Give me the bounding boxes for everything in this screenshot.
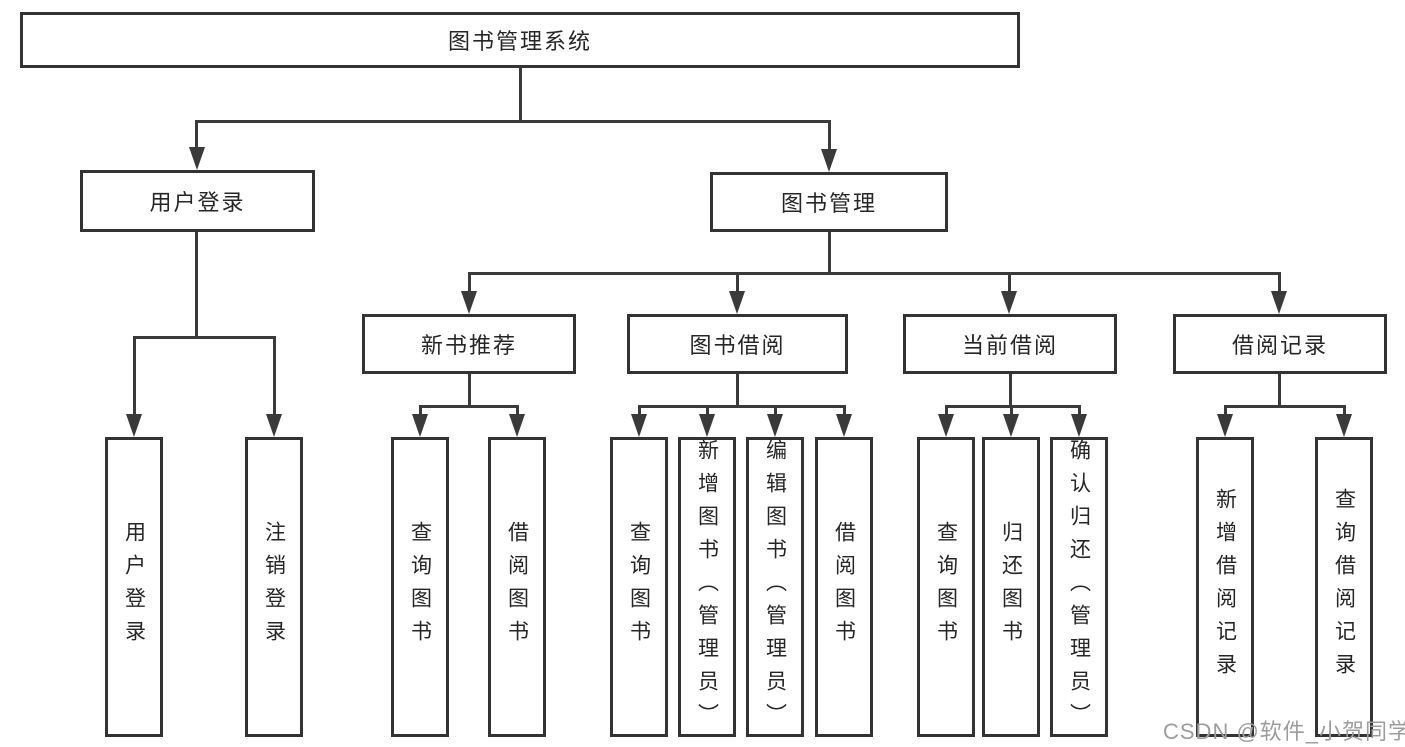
- leaf-borrow-books-borrowing: 借阅图书: [815, 437, 873, 737]
- leaf-return-books: 归还图书: [982, 437, 1040, 737]
- leaf-label: 编辑图书（管理员）: [763, 438, 787, 736]
- leaf-label: 注销登录: [262, 521, 286, 653]
- leaf-label: 查询图书: [408, 521, 432, 653]
- connector-line: [133, 336, 276, 339]
- connector-line: [419, 405, 422, 414]
- leaf-user-login: 用户登录: [105, 437, 163, 737]
- arrow-down-icon: [412, 414, 428, 437]
- arrow-down-icon: [1003, 414, 1019, 437]
- leaf-label: 新增借阅记录: [1213, 488, 1237, 686]
- connector-line: [706, 405, 709, 414]
- connector-line: [519, 68, 522, 120]
- connector-line: [945, 405, 1081, 408]
- arrow-down-icon: [729, 291, 745, 314]
- csdn-watermark: CSDN @软件_小贺同学: [1163, 719, 1405, 744]
- connector-line: [843, 405, 846, 414]
- node-user-login: 用户登录: [80, 170, 315, 232]
- arrow-down-icon: [767, 414, 783, 437]
- connector-line: [419, 405, 519, 408]
- connector-line: [638, 405, 641, 414]
- connector-line: [516, 405, 519, 414]
- connector-line: [828, 120, 831, 149]
- connector-line: [133, 336, 136, 414]
- connector-line: [945, 405, 948, 414]
- leaf-label: 用户登录: [122, 521, 146, 653]
- leaf-label: 查询图书: [934, 521, 958, 653]
- connector-line: [273, 336, 276, 414]
- leaf-label: 查询借阅记录: [1332, 488, 1356, 686]
- leaf-label: 借阅图书: [505, 521, 529, 653]
- connector-line: [638, 405, 846, 408]
- connector-line: [1278, 272, 1281, 291]
- arrow-down-icon: [836, 414, 852, 437]
- leaf-add-book-admin: 新增图书（管理员）: [678, 437, 736, 737]
- node-book-management: 图书管理: [710, 172, 948, 232]
- arrow-down-icon: [699, 414, 715, 437]
- leaf-query-books-current: 查询图书: [917, 437, 975, 737]
- leaf-query-books-recommend: 查询图书: [391, 437, 449, 737]
- connector-line: [1009, 374, 1012, 405]
- arrow-down-icon: [266, 414, 282, 437]
- connector-line: [1224, 405, 1227, 414]
- node-new-book-recommendation: 新书推荐: [362, 314, 576, 374]
- connector-line: [195, 120, 198, 147]
- connector-line: [1078, 405, 1081, 414]
- connector-line: [195, 232, 198, 336]
- leaf-label: 确认归还（管理员）: [1067, 438, 1091, 736]
- leaf-label: 借阅图书: [832, 521, 856, 653]
- connector-line: [1224, 405, 1346, 408]
- arrow-down-icon: [126, 414, 142, 437]
- node-book-borrowing: 图书借阅: [627, 314, 848, 374]
- leaf-query-books-borrowing: 查询图书: [610, 437, 668, 737]
- arrow-down-icon: [1271, 291, 1287, 314]
- connector-line: [468, 374, 471, 405]
- arrow-down-icon: [821, 149, 837, 172]
- leaf-label: 新增图书（管理员）: [695, 438, 719, 736]
- arrow-down-icon: [1071, 414, 1087, 437]
- node-book-management-system: 图书管理系统: [20, 12, 1020, 68]
- arrow-down-icon: [1217, 414, 1233, 437]
- arrow-down-icon: [631, 414, 647, 437]
- leaf-label: 查询图书: [627, 521, 651, 653]
- connector-line: [736, 272, 739, 291]
- arrow-down-icon: [938, 414, 954, 437]
- leaf-confirm-return-admin: 确认归还（管理员）: [1050, 437, 1108, 737]
- connector-line: [468, 272, 1281, 275]
- leaf-query-borrow-record: 查询借阅记录: [1315, 437, 1373, 737]
- connector-line: [1343, 405, 1346, 414]
- leaf-label: 归还图书: [999, 521, 1023, 653]
- leaf-logout: 注销登录: [245, 437, 303, 737]
- arrow-down-icon: [1336, 414, 1352, 437]
- node-current-borrowing: 当前借阅: [903, 314, 1117, 374]
- connector-line: [828, 232, 831, 272]
- connector-line: [1010, 405, 1013, 414]
- arrow-down-icon: [461, 291, 477, 314]
- connector-line: [1008, 272, 1011, 291]
- connector-line: [774, 405, 777, 414]
- connector-line: [468, 272, 471, 291]
- connector-line: [196, 120, 831, 123]
- connector-line: [1278, 374, 1281, 405]
- node-borrowing-records: 借阅记录: [1173, 314, 1387, 374]
- arrow-down-icon: [1001, 291, 1017, 314]
- leaf-borrow-books-recommend: 借阅图书: [488, 437, 546, 737]
- arrow-down-icon: [509, 414, 525, 437]
- connector-line: [736, 374, 739, 405]
- arrow-down-icon: [189, 147, 205, 170]
- leaf-edit-book-admin: 编辑图书（管理员）: [746, 437, 804, 737]
- leaf-add-borrow-record: 新增借阅记录: [1196, 437, 1254, 737]
